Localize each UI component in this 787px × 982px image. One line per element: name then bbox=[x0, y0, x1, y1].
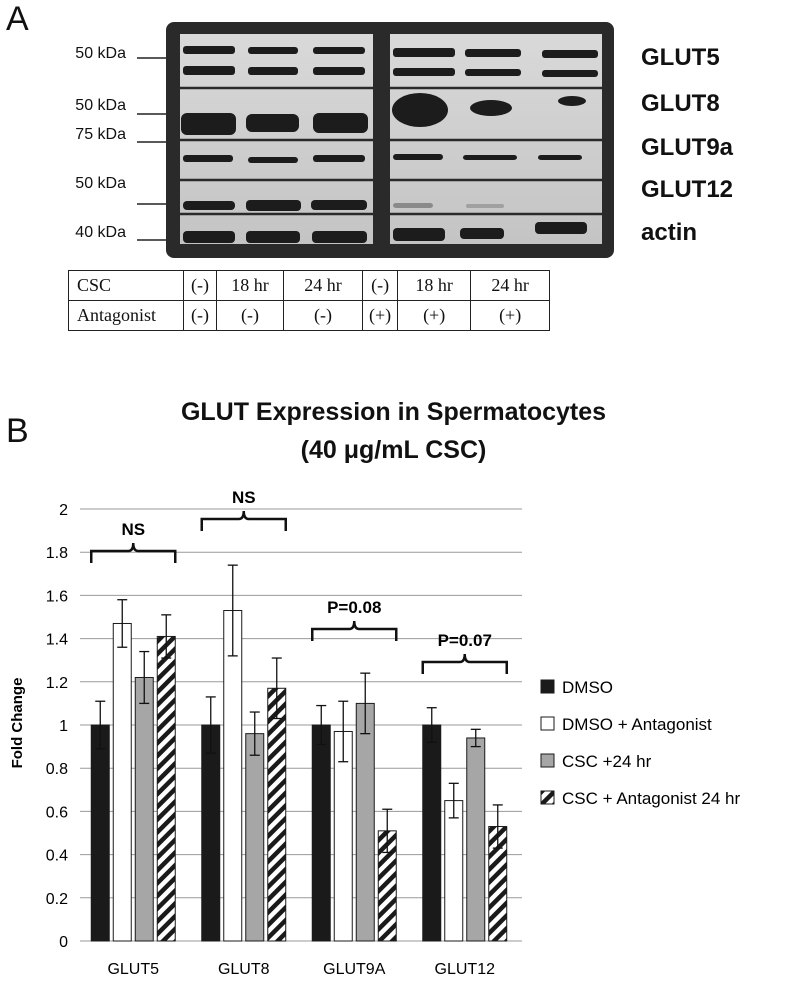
protein-label-glut9a: GLUT9a bbox=[641, 134, 734, 161]
y-axis-label: Fold Change bbox=[9, 678, 26, 769]
x-tick-labels: GLUT5 GLUT8 GLUT9A GLUT12 bbox=[107, 961, 495, 978]
bar bbox=[112, 622, 132, 942]
significance-label: P=0.07 bbox=[438, 631, 492, 650]
bar bbox=[223, 610, 243, 942]
table-cell: 24 hr bbox=[470, 270, 551, 301]
y-tick-label: 0.6 bbox=[46, 804, 68, 821]
y-tick-label: 1 bbox=[59, 718, 68, 735]
bar bbox=[90, 724, 110, 942]
table-row-csc: CSC (-) 18 hr 24 hr (-) 18 hr 24 hr bbox=[68, 270, 551, 301]
table-cell: (+) bbox=[470, 300, 551, 331]
significance-brackets: NS NS P=0.08P=0.07 bbox=[90, 490, 508, 674]
panel-a-letter: A bbox=[6, 0, 29, 38]
size-marker-4: 50 kDa bbox=[75, 175, 126, 192]
legend-label: CSC + Antagonist 24 hr bbox=[562, 789, 740, 808]
condition-table: CSC (-) 18 hr 24 hr (-) 18 hr 24 hr Anta… bbox=[68, 270, 551, 331]
bar bbox=[134, 676, 154, 942]
legend-label: DMSO + Antagonist bbox=[562, 715, 712, 734]
legend-label: DMSO bbox=[562, 678, 613, 697]
bar bbox=[444, 800, 464, 942]
bar bbox=[333, 730, 353, 942]
y-tick-label: 1.8 bbox=[46, 545, 68, 562]
significance-bracket bbox=[421, 653, 508, 674]
protein-label-glut8: GLUT8 bbox=[641, 90, 720, 117]
table-cell: (-) bbox=[183, 270, 217, 301]
blot-bands bbox=[181, 46, 598, 243]
table-cell: (-) bbox=[216, 300, 284, 331]
bar bbox=[311, 724, 331, 942]
legend-swatch bbox=[540, 679, 555, 694]
y-tick-label: 1.6 bbox=[46, 588, 68, 605]
significance-bracket bbox=[200, 510, 287, 531]
bar bbox=[422, 724, 442, 942]
significance-label: P=0.08 bbox=[327, 598, 381, 617]
table-cell: 18 hr bbox=[397, 270, 472, 301]
x-tick-label: GLUT5 bbox=[107, 961, 159, 978]
y-tick-label: 1.2 bbox=[46, 675, 68, 692]
size-marker-5: 40 kDa bbox=[75, 224, 126, 241]
legend-label: CSC +24 hr bbox=[562, 752, 652, 771]
table-cell: (-) bbox=[183, 300, 217, 331]
table-cell: (+) bbox=[361, 300, 399, 331]
x-tick-label: GLUT9A bbox=[323, 961, 386, 978]
table-cell: (-) bbox=[361, 270, 399, 301]
size-marker-3: 75 kDa bbox=[75, 126, 126, 143]
y-tick-label: 0.8 bbox=[46, 761, 68, 778]
table-cell: 24 hr bbox=[283, 270, 363, 301]
y-tick-label: 2 bbox=[59, 502, 68, 519]
x-tick-label: GLUT8 bbox=[218, 961, 270, 978]
x-tick-label: GLUT12 bbox=[435, 961, 496, 978]
table-row-antagonist: Antagonist (-) (-) (-) (+) (+) (+) bbox=[68, 300, 551, 331]
size-marker-1: 50 kDa bbox=[75, 45, 126, 62]
protein-label-glut5: GLUT5 bbox=[641, 44, 720, 71]
significance-label: NS bbox=[232, 490, 256, 507]
bar bbox=[201, 724, 221, 942]
blot-dividers bbox=[180, 86, 602, 216]
significance-label: NS bbox=[121, 520, 145, 539]
size-marker-2: 50 kDa bbox=[75, 97, 126, 114]
legend-swatch bbox=[540, 753, 555, 768]
y-tick-label: 0.2 bbox=[46, 891, 68, 908]
legend-swatch bbox=[540, 790, 555, 805]
row-label: Antagonist bbox=[68, 300, 184, 331]
y-tick-label: 0 bbox=[59, 934, 68, 951]
legend-swatch bbox=[540, 716, 555, 731]
table-cell: (+) bbox=[397, 300, 472, 331]
bar bbox=[267, 687, 287, 942]
protein-label-actin: actin bbox=[641, 219, 698, 246]
y-tick-label: 0.4 bbox=[46, 848, 68, 865]
bar bbox=[466, 737, 486, 942]
significance-bracket bbox=[311, 620, 398, 641]
western-blot bbox=[137, 22, 614, 258]
panel-b-letter: B bbox=[6, 412, 29, 450]
table-cell: (-) bbox=[283, 300, 363, 331]
y-tick-label: 1.4 bbox=[46, 632, 68, 649]
significance-bracket bbox=[90, 542, 177, 563]
chart-title-line-2: (40 μg/mL CSC) bbox=[300, 436, 487, 464]
bar bbox=[355, 702, 375, 942]
bar bbox=[156, 635, 176, 942]
bar bbox=[245, 733, 265, 942]
protein-label-glut12: GLUT12 bbox=[641, 176, 734, 203]
chart-title-line-1: GLUT Expression in Spermatocytes bbox=[180, 398, 607, 426]
error-bars bbox=[95, 564, 503, 854]
table-cell: 18 hr bbox=[216, 270, 284, 301]
y-tick-labels: 0 0.2 0.4 0.6 0.8 1 1.2 1.4 1.6 1.8 2 bbox=[46, 502, 68, 951]
row-label: CSC bbox=[68, 270, 184, 301]
bars bbox=[90, 610, 508, 942]
